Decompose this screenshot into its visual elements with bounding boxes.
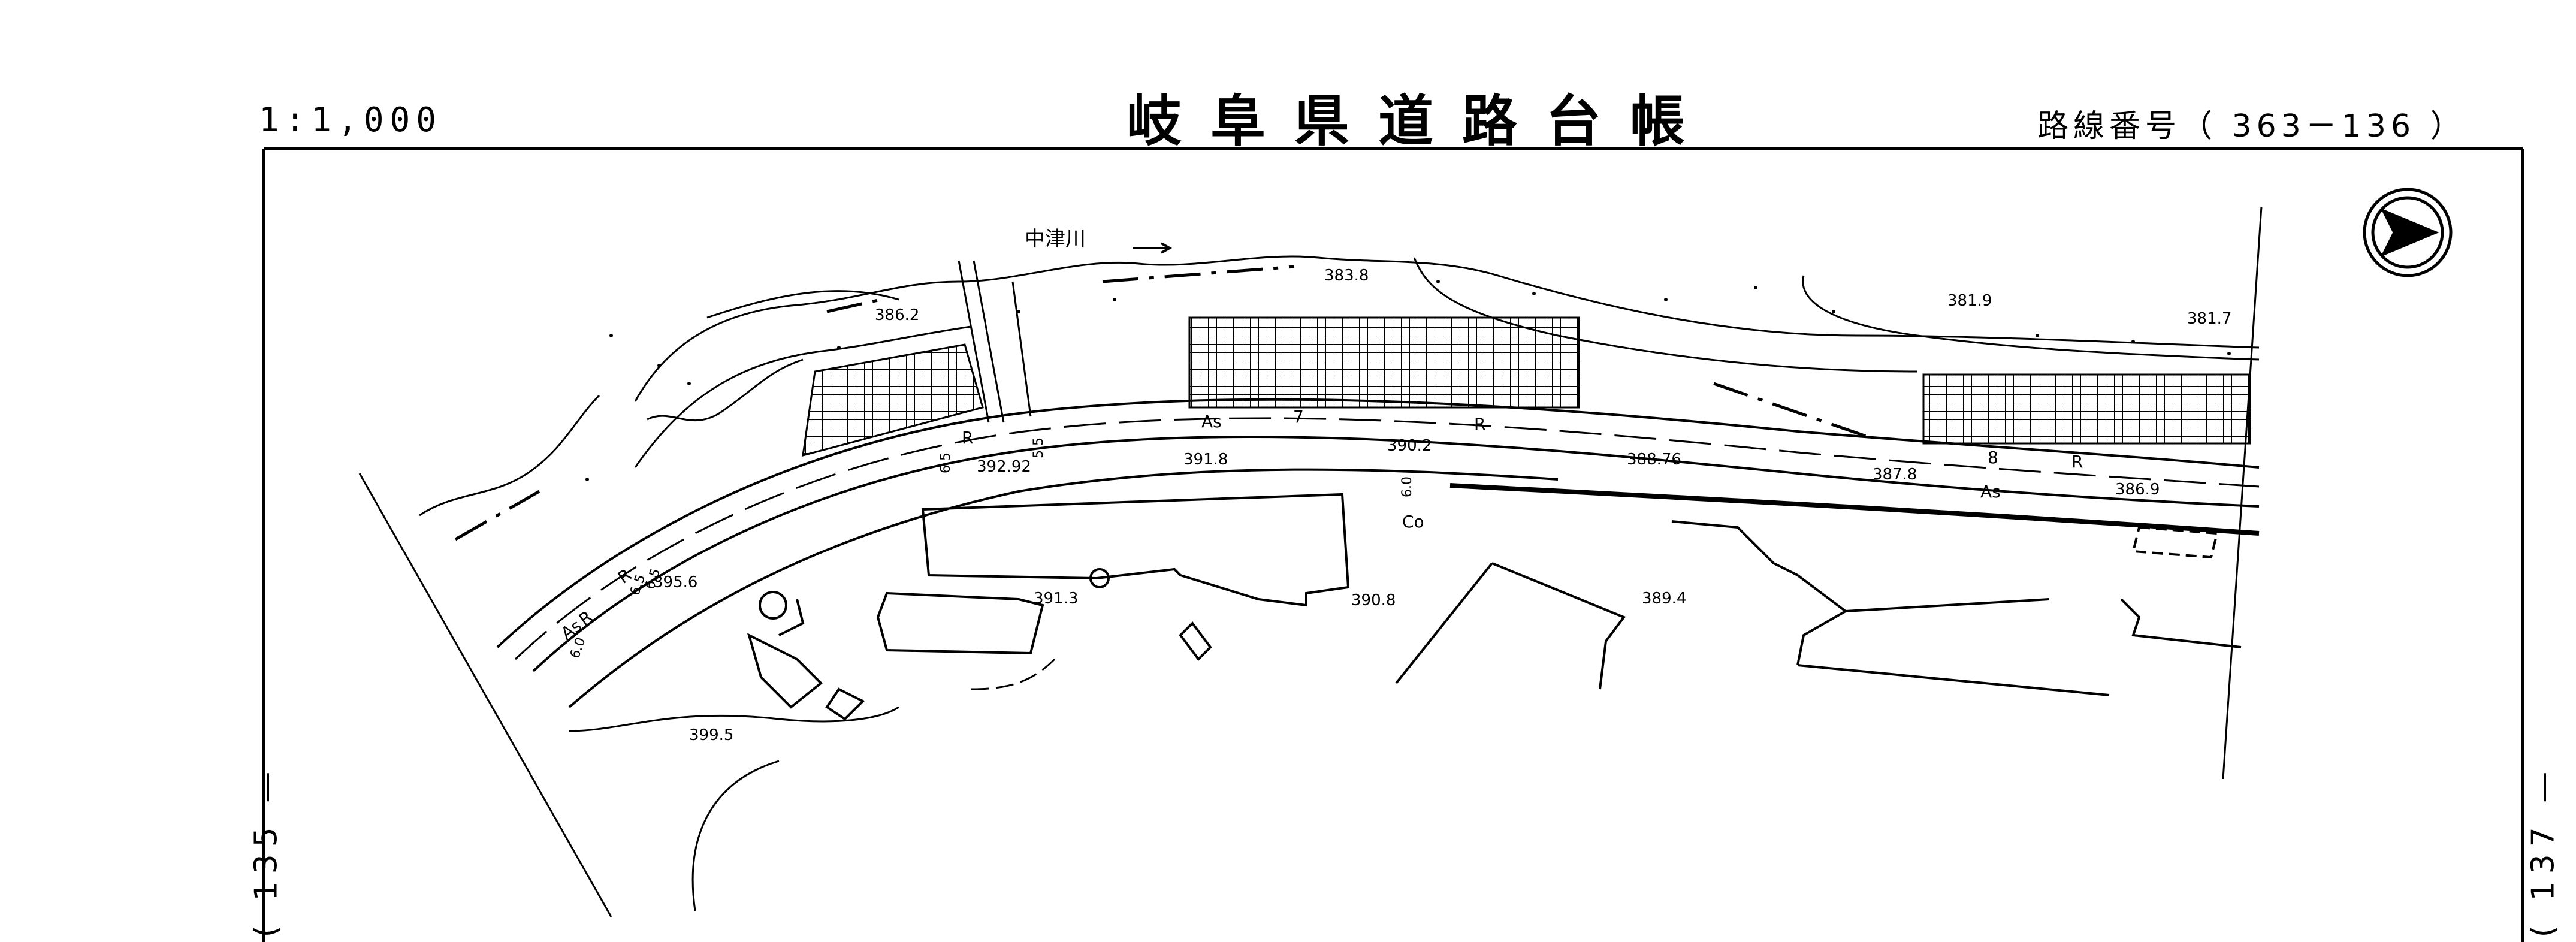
marker-label: R — [962, 428, 973, 448]
river-banks — [419, 255, 2260, 517]
elevation-label: 390.8 — [1351, 591, 1396, 609]
map-frame — [262, 147, 2524, 942]
elevation-label: 389.4 — [1642, 590, 1686, 608]
revetment-blocks — [802, 316, 2251, 457]
river-centerline — [454, 265, 1870, 541]
terrain-lines-south — [569, 658, 1056, 911]
page-title: 岐阜県道路台帳 — [1127, 89, 1714, 153]
flow-arrow-icon — [1133, 242, 1173, 254]
elevation-label: 381.7 — [2187, 310, 2231, 328]
road-centerline — [514, 417, 2260, 660]
survey-points — [585, 280, 2231, 481]
width-label: 6.0 — [1400, 476, 1415, 497]
marker-label: 8 — [1988, 448, 1998, 467]
road-edges — [496, 398, 2260, 708]
elevation-label: 383.8 — [1324, 267, 1369, 285]
marker-label: R — [2071, 452, 2083, 472]
elevation-label: 387.8 — [1873, 466, 1917, 484]
river-label: 中津川 — [1025, 227, 1086, 251]
route-close: ） — [2430, 108, 2466, 144]
elevation-label: 392.92 — [977, 458, 1031, 476]
surface-label: Co — [1402, 512, 1424, 532]
route-label: 路線番号（ — [2037, 108, 2218, 144]
elevation-label: 381.9 — [1947, 292, 1992, 310]
elevation-label: 391.8 — [1183, 451, 1228, 469]
bridge — [958, 260, 1032, 423]
elevation-label: 390.2 — [1387, 437, 1432, 455]
guardrail — [1449, 483, 2260, 536]
marker-label: R — [1474, 414, 1485, 434]
elevation-label: 386.9 — [2115, 481, 2160, 499]
elevation-label: 395.6 — [653, 573, 697, 591]
map-scale: 1:1,000 — [259, 101, 443, 140]
elevation-labels: 383.8 381.9 381.7 386.2 391.8 390.2 388.… — [653, 267, 2231, 744]
sheet-boundary-left — [358, 473, 612, 917]
elevation-label: 388.76 — [1627, 451, 1681, 469]
sheet-boundary-right — [2222, 206, 2263, 780]
width-label: 5.5 — [1031, 437, 1046, 458]
route-number-label: 路線番号（ 363－136 ） — [2037, 101, 2466, 146]
north-arrow-icon — [2363, 188, 2453, 277]
surface-label: As — [1980, 482, 2001, 502]
surface-label: As — [1201, 412, 1222, 431]
buildings — [747, 493, 2242, 721]
elevation-label: 386.2 — [875, 306, 919, 324]
marker-label: 7 — [1293, 407, 1304, 427]
elevation-label: 391.3 — [1034, 590, 1078, 608]
width-label: 6.5 — [938, 452, 953, 473]
route-number: 363－136 — [2231, 108, 2416, 144]
elevation-label: 399.5 — [689, 726, 733, 744]
